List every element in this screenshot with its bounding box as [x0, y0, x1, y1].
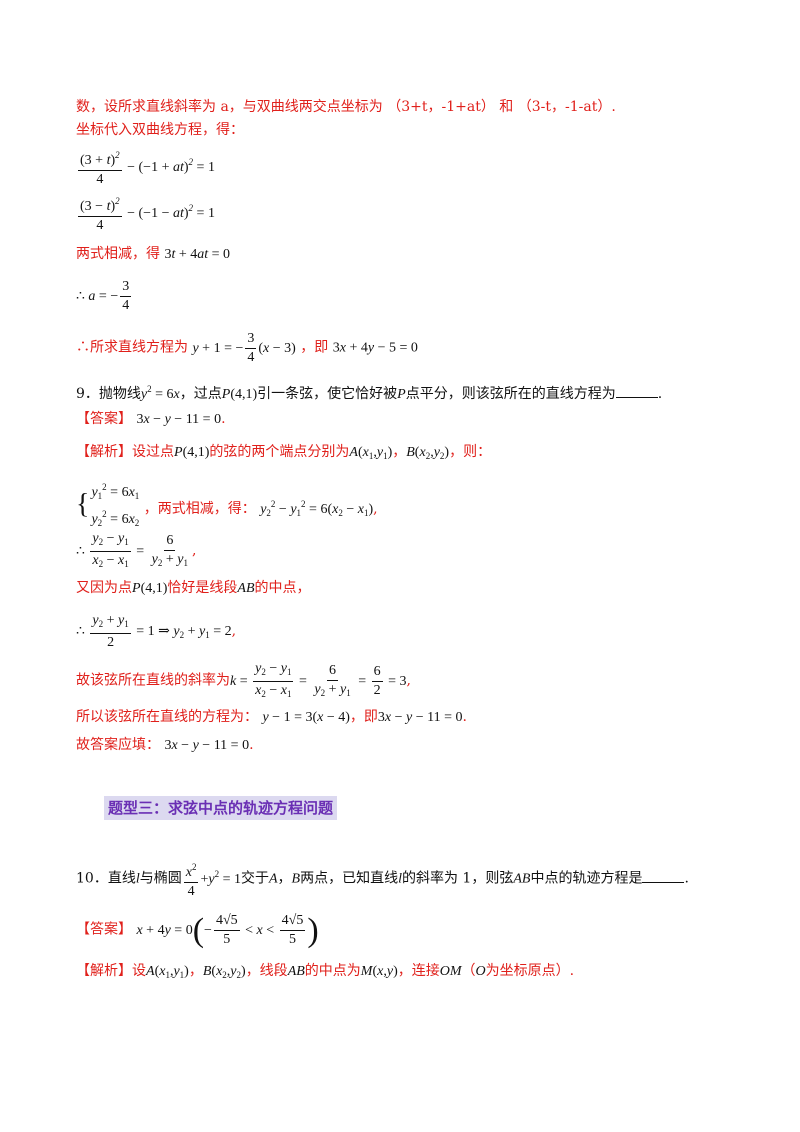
q10-analysis: 【解析】设A(x1,y1)，B(x2,y2)，线段AB的中点为M(x,y)，连接… [76, 963, 575, 980]
section-title: 题型三：求弦中点的轨迹方程问题 [104, 796, 338, 820]
q9-answer: 【答案】 3x − y − 11 = 0. [76, 411, 226, 427]
answer-blank [615, 385, 658, 398]
subtract-line: 两式相减，得 3t + 4at = 0 [76, 246, 231, 262]
q9-analysis-1: 【解析】设过点P(4,1)的弦的两个端点分别为A(x1,y1)，B(x2,y2)… [76, 444, 492, 461]
q9-midpoint: 又因为点P(4,1)恰好是线段AB的中点， [76, 580, 311, 596]
intro-line-1: 数，设所求直线斜率为 a，与双曲线两交点坐标为 （3+t，-1+at） 和 （3… [76, 99, 616, 115]
intro-line-2: 坐标代入双曲线方程，得： [76, 122, 244, 138]
q9-line-eq: 所以该弦所在直线的方程为： y − 1 = 3(x − 4)，即3x − y −… [76, 709, 467, 725]
q9-system: { y12 = 6x1 y22 = 6x2 ，两式相减，得： y22 − y12… [76, 482, 378, 528]
q9-stem: 9．抛物线y2 = 6x，过点P(4,1)引一条弦，使它恰好被P点平分，则该弦所… [76, 384, 663, 402]
q9-fill: 故答案应填： 3x − y − 11 = 0. [76, 737, 254, 753]
answer-blank [642, 870, 685, 883]
